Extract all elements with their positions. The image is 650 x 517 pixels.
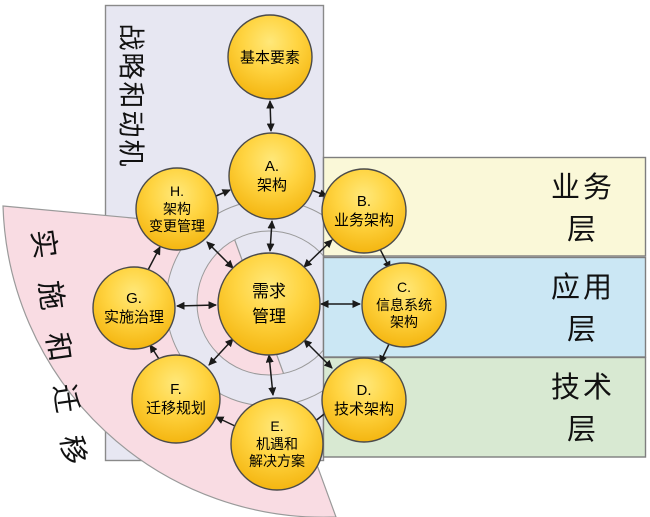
node-e <box>230 397 324 491</box>
arrow-req-g <box>176 301 217 310</box>
node-b <box>321 168 407 254</box>
node-d <box>321 357 407 443</box>
arrow-f-to-g <box>149 344 160 360</box>
bidirectional-arrows <box>176 100 361 396</box>
node-g <box>92 266 176 350</box>
arrow-req-e <box>265 354 277 396</box>
node-a <box>228 132 316 220</box>
node-f <box>131 354 221 444</box>
arrow-preliminary-a <box>266 100 275 132</box>
arrow-c-to-d <box>379 341 391 364</box>
arrow-b-to-c <box>378 246 391 270</box>
node-c <box>361 262 447 348</box>
node-preliminary <box>227 14 313 100</box>
node-h <box>135 167 219 251</box>
arrow-req-d <box>303 339 333 369</box>
arrow-req-f <box>208 338 234 366</box>
arrow-h-to-a <box>215 189 231 197</box>
arrow-req-b <box>303 239 333 268</box>
arrow-g-to-h <box>147 246 161 271</box>
arrow-req-a <box>266 220 276 252</box>
node-requirements <box>217 252 321 356</box>
phase-nodes <box>92 14 447 491</box>
arrow-e-to-f <box>215 416 236 427</box>
arrow-req-h <box>206 241 234 269</box>
